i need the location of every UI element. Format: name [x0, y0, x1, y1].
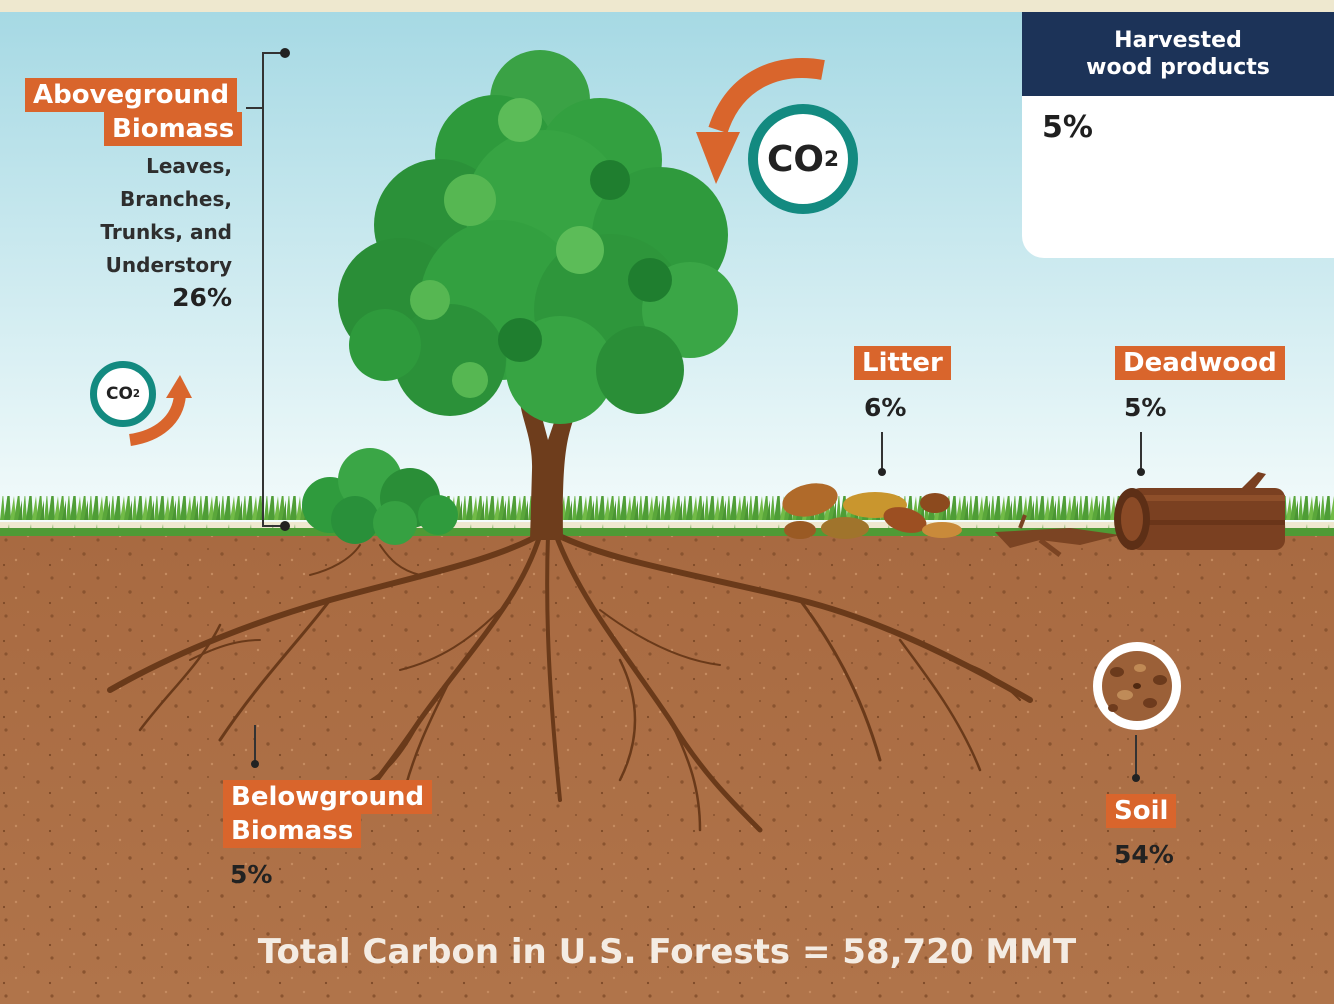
aboveground-percent: 26% [172, 283, 232, 312]
harvested-wood-percent: 5% [1042, 110, 1093, 145]
belowground-label: Belowground [223, 780, 433, 814]
deadwood-percent: 5% [1124, 393, 1167, 422]
soil-sample-icon [1093, 642, 1181, 730]
belowground-label-line2: Biomass [223, 814, 362, 848]
total-carbon-title: Total Carbon in U.S. Forests = 58,720 MM… [257, 932, 1077, 972]
litter-label: Litter [854, 346, 951, 380]
soil-label: Soil [1106, 794, 1177, 828]
aboveground-details: Leaves, Branches, Trunks, and Understory [100, 150, 232, 282]
aboveground-detail-line: Branches, [119, 187, 232, 211]
harvested-wood-label-line2: wood products [1086, 55, 1270, 80]
bush [302, 448, 458, 545]
harvested-wood-panel: Harvested wood products [1022, 12, 1334, 258]
aboveground-bracket [246, 52, 285, 527]
aboveground-detail-line: Trunks, and [100, 220, 232, 244]
aboveground-label-line2: Biomass [104, 112, 243, 146]
harvested-wood-label: Harvested [1114, 28, 1242, 53]
belowground-percent: 5% [230, 860, 273, 889]
co2-absorb-arrow [696, 58, 825, 184]
deadwood-label: Deadwood [1115, 346, 1285, 380]
co2-small-arrow [128, 375, 192, 446]
litter-percent: 6% [864, 393, 907, 422]
leaf-litter [782, 483, 962, 539]
aboveground-detail-line: Leaves, [146, 154, 232, 178]
tree-canopy [338, 50, 738, 424]
deadwood-log [995, 472, 1285, 557]
aboveground-detail-line: Understory [105, 253, 232, 277]
tree-trunk [520, 402, 575, 540]
soil-percent: 54% [1114, 840, 1174, 869]
harvested-wood-header: Harvested wood products [1022, 12, 1334, 96]
tree-roots [107, 527, 1033, 833]
aboveground-label: Aboveground [25, 78, 238, 112]
